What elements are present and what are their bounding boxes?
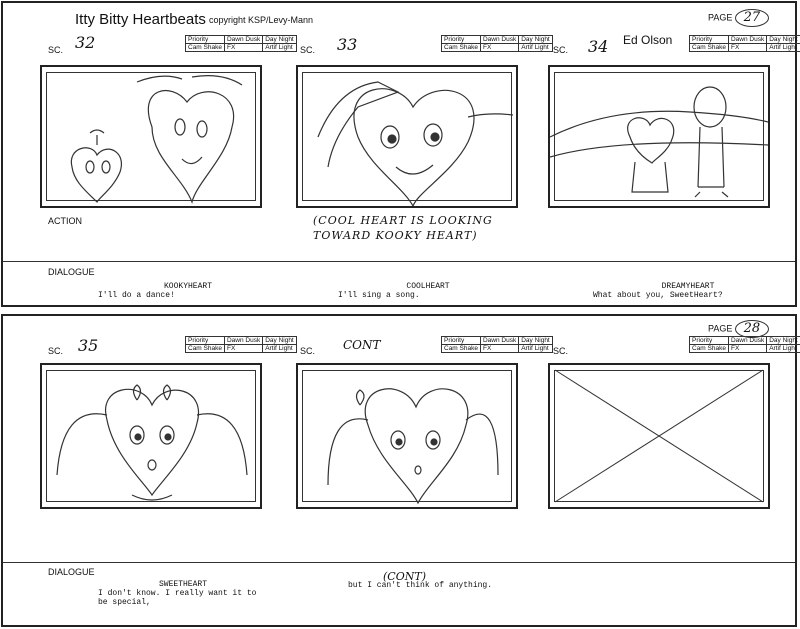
action-label: ACTION bbox=[48, 216, 83, 226]
grid-cell: FX bbox=[479, 43, 520, 52]
grid-cell: Cam Shake bbox=[185, 344, 225, 353]
grid-cell: Artif Light bbox=[518, 344, 553, 353]
grid-cell: Dawn Dusk bbox=[223, 336, 264, 345]
sc-label: SC. bbox=[48, 346, 64, 356]
scene-number: CONT bbox=[343, 338, 381, 352]
panel-frame bbox=[548, 65, 770, 208]
panel-frame bbox=[40, 65, 262, 208]
panel-frame bbox=[40, 363, 262, 509]
dialogue-block: KOOKYHEART I'll do a dance! bbox=[98, 282, 278, 300]
grid-cell: Priority bbox=[689, 336, 729, 345]
grid-cell: Cam Shake bbox=[441, 344, 481, 353]
action-note: (COOL HEART IS LOOKING TOWARD KOOKY HEAR… bbox=[313, 214, 493, 242]
sketch-two-characters-wide bbox=[550, 86, 768, 198]
grid-cell: Artif Light bbox=[518, 43, 553, 52]
show-title: Itty Bitty Heartbeats bbox=[75, 11, 206, 28]
dialogue-block: (CONT) but I can't think of anything. bbox=[348, 570, 548, 590]
grid-cell: Cam Shake bbox=[689, 43, 729, 52]
artist-name: Ed Olson bbox=[623, 33, 673, 47]
grid-cell: Day Night bbox=[262, 35, 297, 44]
grid-cell: Priority bbox=[441, 336, 481, 345]
storyboard-page-27: Itty Bitty Heartbeats copyright KSP/Levy… bbox=[1, 1, 800, 307]
grid-cell: FX bbox=[479, 344, 520, 353]
copyright-text: copyright KSP/Levy-Mann bbox=[209, 15, 314, 25]
empty-panel-x bbox=[554, 369, 764, 503]
panel-frame-empty bbox=[548, 363, 770, 509]
dialogue-line: I don't know. I really want it to be spe… bbox=[98, 589, 257, 607]
scene-number: 35 bbox=[78, 336, 99, 355]
scene-number: 32 bbox=[75, 33, 96, 52]
grid-cell: Dawn Dusk bbox=[479, 336, 520, 345]
grid-cell: FX bbox=[727, 43, 768, 52]
sc-label: SC. bbox=[553, 346, 569, 356]
grid-cell: Artif Light bbox=[766, 344, 800, 353]
panel-frame bbox=[296, 363, 518, 509]
scene-number: 34 bbox=[588, 37, 609, 56]
grid-cell: FX bbox=[223, 43, 264, 52]
sketch-sweetheart-pigtails-2 bbox=[327, 388, 499, 505]
character-name: KOOKYHEART bbox=[163, 282, 212, 291]
grid-cell: Cam Shake bbox=[185, 43, 225, 52]
panel-frame bbox=[296, 65, 518, 208]
dialogue-line: I'll do a dance! bbox=[98, 291, 175, 300]
sketch-kookyheart-coolheart bbox=[70, 75, 243, 204]
grid-cell: Day Night bbox=[766, 336, 800, 345]
dialogue-block: COOLHEART I'll sing a song. bbox=[338, 282, 518, 300]
sc-label: SC. bbox=[48, 45, 64, 55]
grid-cell: Priority bbox=[689, 35, 729, 44]
sketch-coolheart-closeup bbox=[317, 81, 514, 206]
page-number-box: PAGE 27 bbox=[708, 9, 769, 27]
character-name: SWEETHEART bbox=[158, 580, 207, 589]
grid-cell: Dawn Dusk bbox=[223, 35, 264, 44]
grid-cell: FX bbox=[727, 344, 768, 353]
grid-cell: Day Night bbox=[518, 35, 553, 44]
dialogue-line: What about you, SweetHeart? bbox=[593, 291, 723, 300]
dialogue-divider bbox=[3, 261, 795, 262]
character-name: (CONT) bbox=[383, 570, 426, 583]
grid-cell: Artif Light bbox=[262, 43, 297, 52]
sketch-sweetheart-pigtails bbox=[56, 384, 248, 501]
dialogue-block: DREAMYHEART What about you, SweetHeart? bbox=[593, 282, 783, 300]
page-label: PAGE bbox=[708, 12, 733, 23]
grid-cell: Dawn Dusk bbox=[727, 336, 768, 345]
grid-cell: Artif Light bbox=[262, 344, 297, 353]
scene-number: 33 bbox=[337, 35, 358, 54]
grid-cell: Priority bbox=[441, 35, 481, 44]
grid-cell: Dawn Dusk bbox=[727, 35, 768, 44]
grid-cell: Day Night bbox=[766, 35, 800, 44]
grid-cell: Day Night bbox=[262, 336, 297, 345]
character-name: DREAMYHEART bbox=[661, 282, 715, 291]
dialogue-block: SWEETHEART I don't know. I really want i… bbox=[98, 580, 268, 607]
sc-label: SC. bbox=[553, 45, 569, 55]
grid-cell: Priority bbox=[185, 35, 225, 44]
page-number: 27 bbox=[734, 9, 769, 27]
sc-label: SC. bbox=[300, 346, 316, 356]
grid-cell: Dawn Dusk bbox=[479, 35, 520, 44]
grid-cell: Cam Shake bbox=[441, 43, 481, 52]
sc-label: SC. bbox=[300, 45, 316, 55]
page-label: PAGE bbox=[708, 323, 733, 334]
dialogue-line: I'll sing a song. bbox=[338, 291, 420, 300]
grid-cell: Cam Shake bbox=[689, 344, 729, 353]
character-name: COOLHEART bbox=[406, 282, 450, 291]
grid-cell: Day Night bbox=[518, 336, 553, 345]
dialogue-label: DIALOGUE bbox=[48, 567, 95, 577]
dialogue-label: DIALOGUE bbox=[48, 267, 95, 277]
dialogue-divider bbox=[3, 562, 795, 563]
dialogue-line: but I can't think of anything. bbox=[348, 581, 493, 590]
grid-cell: Priority bbox=[185, 336, 225, 345]
grid-cell: FX bbox=[223, 344, 264, 353]
grid-cell: Artif Light bbox=[766, 43, 800, 52]
